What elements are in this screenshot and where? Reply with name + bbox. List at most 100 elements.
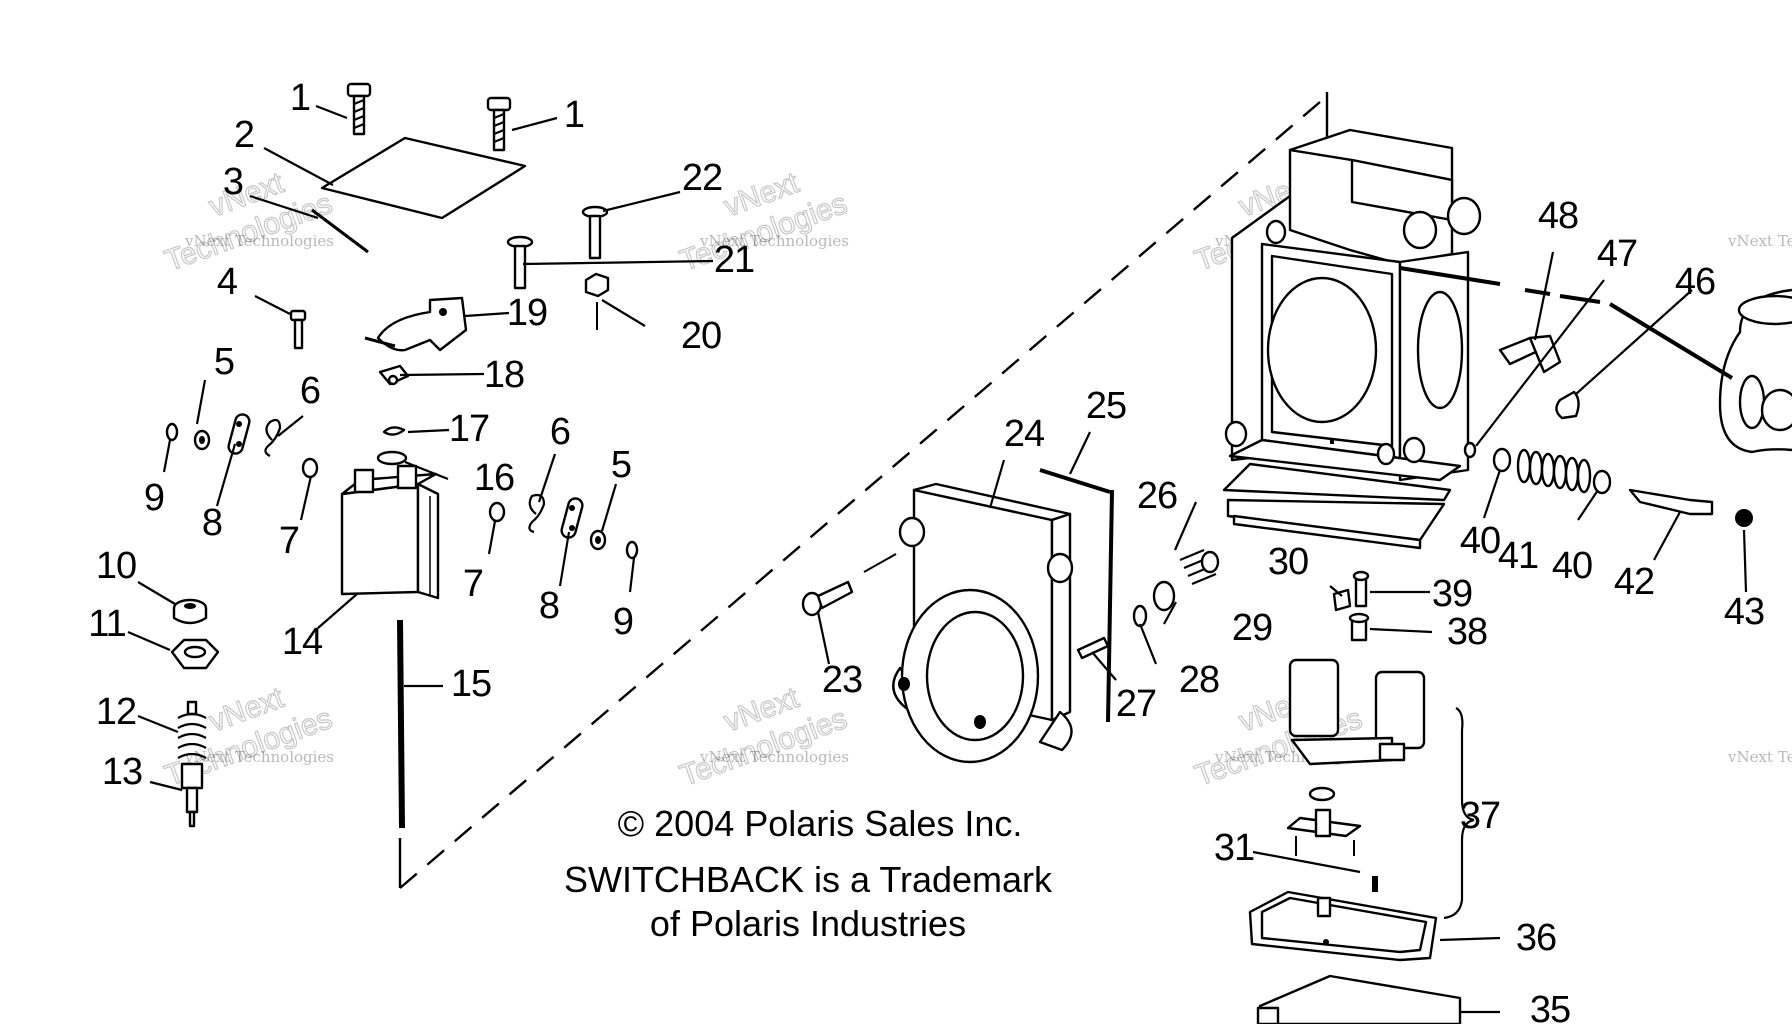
copyright-block: © 2004 Polaris Sales Inc. SWITCHBACK is … xyxy=(564,803,1053,944)
callout-7b: 7 xyxy=(463,563,483,605)
screw-part-1a xyxy=(346,82,372,136)
link-part-18 xyxy=(378,364,410,386)
callout-39: 39 xyxy=(1432,573,1472,615)
callout-1b: 1 xyxy=(564,94,584,136)
watermark-text-6: vNext Technologies xyxy=(699,748,849,766)
callout-23: 23 xyxy=(822,659,862,701)
screw-part-22 xyxy=(581,205,609,260)
callout-42: 42 xyxy=(1614,561,1654,603)
ball-part-43 xyxy=(1735,509,1753,527)
clip-part-9b xyxy=(625,540,639,560)
callout-11: 11 xyxy=(88,603,125,645)
bushing-part-7a xyxy=(301,457,319,479)
bowl-gasket-part-36 xyxy=(1248,890,1438,962)
callout-24: 24 xyxy=(1004,413,1045,455)
callout-46: 46 xyxy=(1675,261,1715,303)
callout-47: 47 xyxy=(1597,233,1637,275)
plug-part-46 xyxy=(1555,390,1580,420)
callout-9b: 9 xyxy=(613,601,633,643)
callout-27: 27 xyxy=(1116,683,1156,725)
washer-part-29 xyxy=(1152,580,1176,612)
callout-37: 37 xyxy=(1460,795,1500,837)
fitting-part-48 xyxy=(1498,334,1562,374)
callout-10: 10 xyxy=(96,545,136,587)
callout-31: 31 xyxy=(1214,827,1254,869)
outer-housing-partial xyxy=(1718,288,1792,454)
watermark-text-1: vNext Technologies xyxy=(184,232,334,250)
callout-9a: 9 xyxy=(144,477,164,519)
washer-part-40b xyxy=(1592,469,1612,495)
callout-40a: 40 xyxy=(1460,520,1500,562)
screw-part-21 xyxy=(506,235,534,290)
callout-35: 35 xyxy=(1530,989,1570,1024)
callout-16: 16 xyxy=(474,457,514,499)
callout-8a: 8 xyxy=(202,502,222,544)
carburetor-body xyxy=(1222,128,1482,550)
callout-15: 15 xyxy=(451,663,491,705)
spring-clip-part-6a xyxy=(264,418,282,457)
throttle-slide-part-14 xyxy=(340,464,440,600)
clip-part-9a xyxy=(165,422,179,442)
callout-14: 14 xyxy=(282,621,323,663)
bushing-part-7b xyxy=(488,501,506,523)
washer-part-5a xyxy=(193,429,211,451)
washer-part-16 xyxy=(376,450,408,466)
callout-17: 17 xyxy=(449,408,489,450)
screw-part-4 xyxy=(289,309,307,350)
callout-13: 13 xyxy=(102,751,142,793)
spring-part-41 xyxy=(1516,448,1592,494)
washer-part-40a xyxy=(1492,447,1512,473)
clip-part-17 xyxy=(382,426,406,436)
callout-5b: 5 xyxy=(611,444,631,486)
dashed-separator xyxy=(398,92,1329,889)
jet-part-38 xyxy=(1348,612,1370,642)
callout-numbers: 1 1 2 3 4 22 21 20 19 18 17 16 5 6 9 8 7… xyxy=(88,77,1765,1024)
shaft-part-48 xyxy=(1399,266,1734,380)
screw-part-1b xyxy=(486,96,512,152)
callout-29: 29 xyxy=(1232,607,1272,649)
callout-20: 20 xyxy=(681,315,721,357)
watermark-text-4: vNext Technologies xyxy=(1727,232,1792,250)
gasket-part-3 xyxy=(311,208,369,254)
trademark-owner-line: of Polaris Industries xyxy=(650,903,966,944)
float-valve-part-31 xyxy=(1286,786,1378,892)
callout-4: 4 xyxy=(217,261,238,303)
cover-plate-part-2 xyxy=(320,136,527,220)
callout-6a: 6 xyxy=(300,370,320,412)
o-ring-part-47 xyxy=(1463,441,1477,459)
needle-part-15 xyxy=(397,619,405,829)
plunger-part-12-13 xyxy=(177,700,207,828)
intake-flange-part-24 xyxy=(892,482,1074,764)
spring-clip-part-6b xyxy=(528,493,546,534)
float-assembly-part-37 xyxy=(1288,658,1426,766)
callout-7a: 7 xyxy=(279,520,299,562)
float-bowl-part-35 xyxy=(1256,974,1462,1024)
throttle-arm-part-19 xyxy=(364,296,468,352)
callout-43: 43 xyxy=(1724,591,1764,633)
screw-part-27 xyxy=(1076,636,1110,660)
callout-36: 36 xyxy=(1516,917,1556,959)
callout-48: 48 xyxy=(1538,195,1578,237)
washer-part-5b xyxy=(589,529,607,551)
needle-valve-part-42 xyxy=(1628,488,1714,516)
nut-part-20 xyxy=(584,272,610,330)
callout-40b: 40 xyxy=(1552,545,1592,587)
callout-5a: 5 xyxy=(214,341,234,383)
callout-6b: 6 xyxy=(550,411,570,453)
callout-28: 28 xyxy=(1179,659,1219,701)
leader-lines xyxy=(127,104,1748,1014)
callout-25: 25 xyxy=(1086,385,1126,427)
watermark-text-5: vNext Technologies xyxy=(184,748,334,766)
watermark-text-8: vNext Technologies xyxy=(1727,748,1792,766)
trademark-line: SWITCHBACK is a Trademark xyxy=(564,859,1053,900)
screw-part-23 xyxy=(801,553,897,617)
jet-part-39 xyxy=(1352,570,1370,608)
callout-22: 22 xyxy=(682,157,722,199)
callout-21: 21 xyxy=(714,239,754,281)
copyright-line: © 2004 Polaris Sales Inc. xyxy=(618,803,1023,844)
spring-part-26 xyxy=(1179,548,1220,586)
callout-8b: 8 xyxy=(539,585,559,627)
nut-part-11 xyxy=(170,638,220,670)
jet-part-30 xyxy=(1332,588,1352,612)
